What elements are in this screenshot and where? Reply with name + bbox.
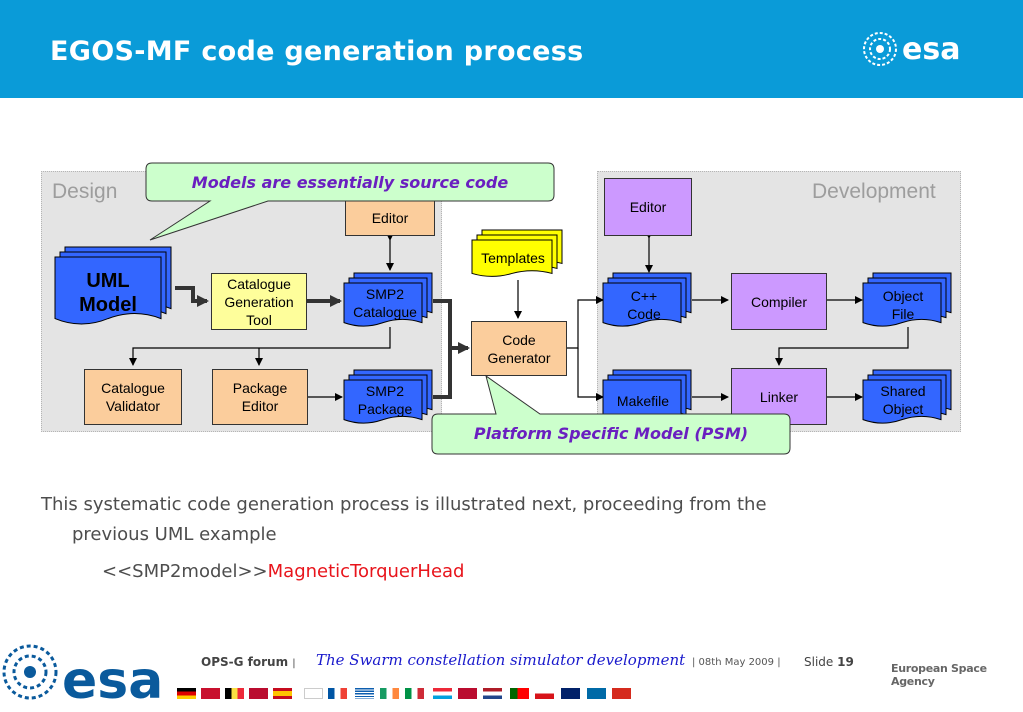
- footer-slide: Slide 19: [804, 655, 854, 669]
- smp2-catalogue-stack-sheet: [343, 282, 423, 327]
- shared-object-label: Shared Object: [880, 383, 926, 417]
- forum-text: OPS-G forum: [201, 655, 289, 669]
- flag-italy-icon: [405, 688, 424, 699]
- slide-number: 19: [837, 655, 854, 669]
- flag-ireland-icon: [380, 688, 399, 699]
- flag-denmark-icon: [201, 688, 220, 699]
- flag-netherlands-icon: [483, 688, 502, 699]
- uml-model-stack-sheet: [54, 256, 162, 325]
- flag-finland-icon: [304, 688, 323, 699]
- object-file-label: Object File: [882, 288, 924, 322]
- slide-label: Slide: [804, 655, 834, 669]
- esa-logo-footer: esa: [0, 632, 178, 712]
- cpp-code-label: C++ Code: [627, 288, 661, 322]
- flag-france-icon: [328, 688, 347, 699]
- callout-top-text: Models are essentially source code: [191, 173, 509, 192]
- header-bar: [0, 0, 1023, 98]
- shared-object-stack-sheet: [862, 379, 942, 424]
- body-line-2: previous UML example: [72, 524, 277, 545]
- flag-czech-icon: [535, 688, 554, 699]
- body-line-1: This systematic code generation process …: [41, 494, 767, 515]
- cpp-code-stack-sheet: [602, 282, 682, 327]
- flag-luxembourg-icon: [433, 688, 452, 699]
- templates-stack-sheet: [471, 239, 553, 277]
- smp2-catalogue-label: SMP2 Catalogue: [353, 286, 417, 320]
- uml-class-line: <<SMP2model>>MagneticTorquerHead: [102, 561, 464, 582]
- flag-uk-icon: [561, 688, 580, 699]
- catalogue-generation-tool-box: Catalogue Generation Tool: [211, 273, 307, 330]
- design-label: Design: [52, 180, 118, 203]
- flag-greece-icon: [355, 688, 374, 699]
- esa-logo-top: esa: [862, 28, 1002, 74]
- flag-spain-icon: [273, 688, 292, 699]
- flag-belgium-icon: [225, 688, 244, 699]
- flag-norway-icon: [249, 688, 268, 699]
- templates-label: Templates: [481, 250, 545, 266]
- flag-sweden-icon: [587, 688, 606, 699]
- uml-model-label: UML Model: [79, 270, 137, 316]
- footer-agency: European Space Agency: [891, 662, 987, 688]
- footer-date: | 08th May 2009 |: [692, 657, 781, 668]
- svg-text:esa: esa: [62, 651, 163, 708]
- code-generator-box: Code Generator: [471, 321, 567, 376]
- makefile-label: Makefile: [616, 393, 670, 409]
- footer-talk-title: The Swarm constellation simulator develo…: [316, 651, 686, 669]
- smp2-package-label: SMP2 Package: [357, 383, 413, 417]
- development-label: Development: [812, 180, 936, 203]
- compiler-box: Compiler: [731, 273, 827, 330]
- object-file-stack-sheet: [862, 282, 942, 327]
- stereotype-text: <<SMP2model>>: [102, 561, 268, 582]
- flag-portugal-icon: [510, 688, 529, 699]
- flag-germany-icon: [177, 688, 196, 699]
- dev-editor-box: Editor: [604, 178, 692, 236]
- package-editor-box: Package Editor: [212, 369, 308, 425]
- smp2-package-stack-sheet: [343, 379, 423, 424]
- footer-forum: OPS-G forum |: [201, 655, 296, 669]
- catalogue-validator-box: Catalogue Validator: [84, 369, 182, 425]
- svg-text:esa: esa: [902, 32, 960, 67]
- footer-separator: |: [292, 658, 296, 669]
- class-name-text: MagneticTorquerHead: [267, 561, 465, 582]
- flag-switzerland-icon: [612, 688, 631, 699]
- flag-norway2-icon: [458, 688, 477, 699]
- callout-bottom-text: Platform Specific Model (PSM): [473, 424, 749, 443]
- page-title: EGOS-MF code generation process: [50, 36, 584, 67]
